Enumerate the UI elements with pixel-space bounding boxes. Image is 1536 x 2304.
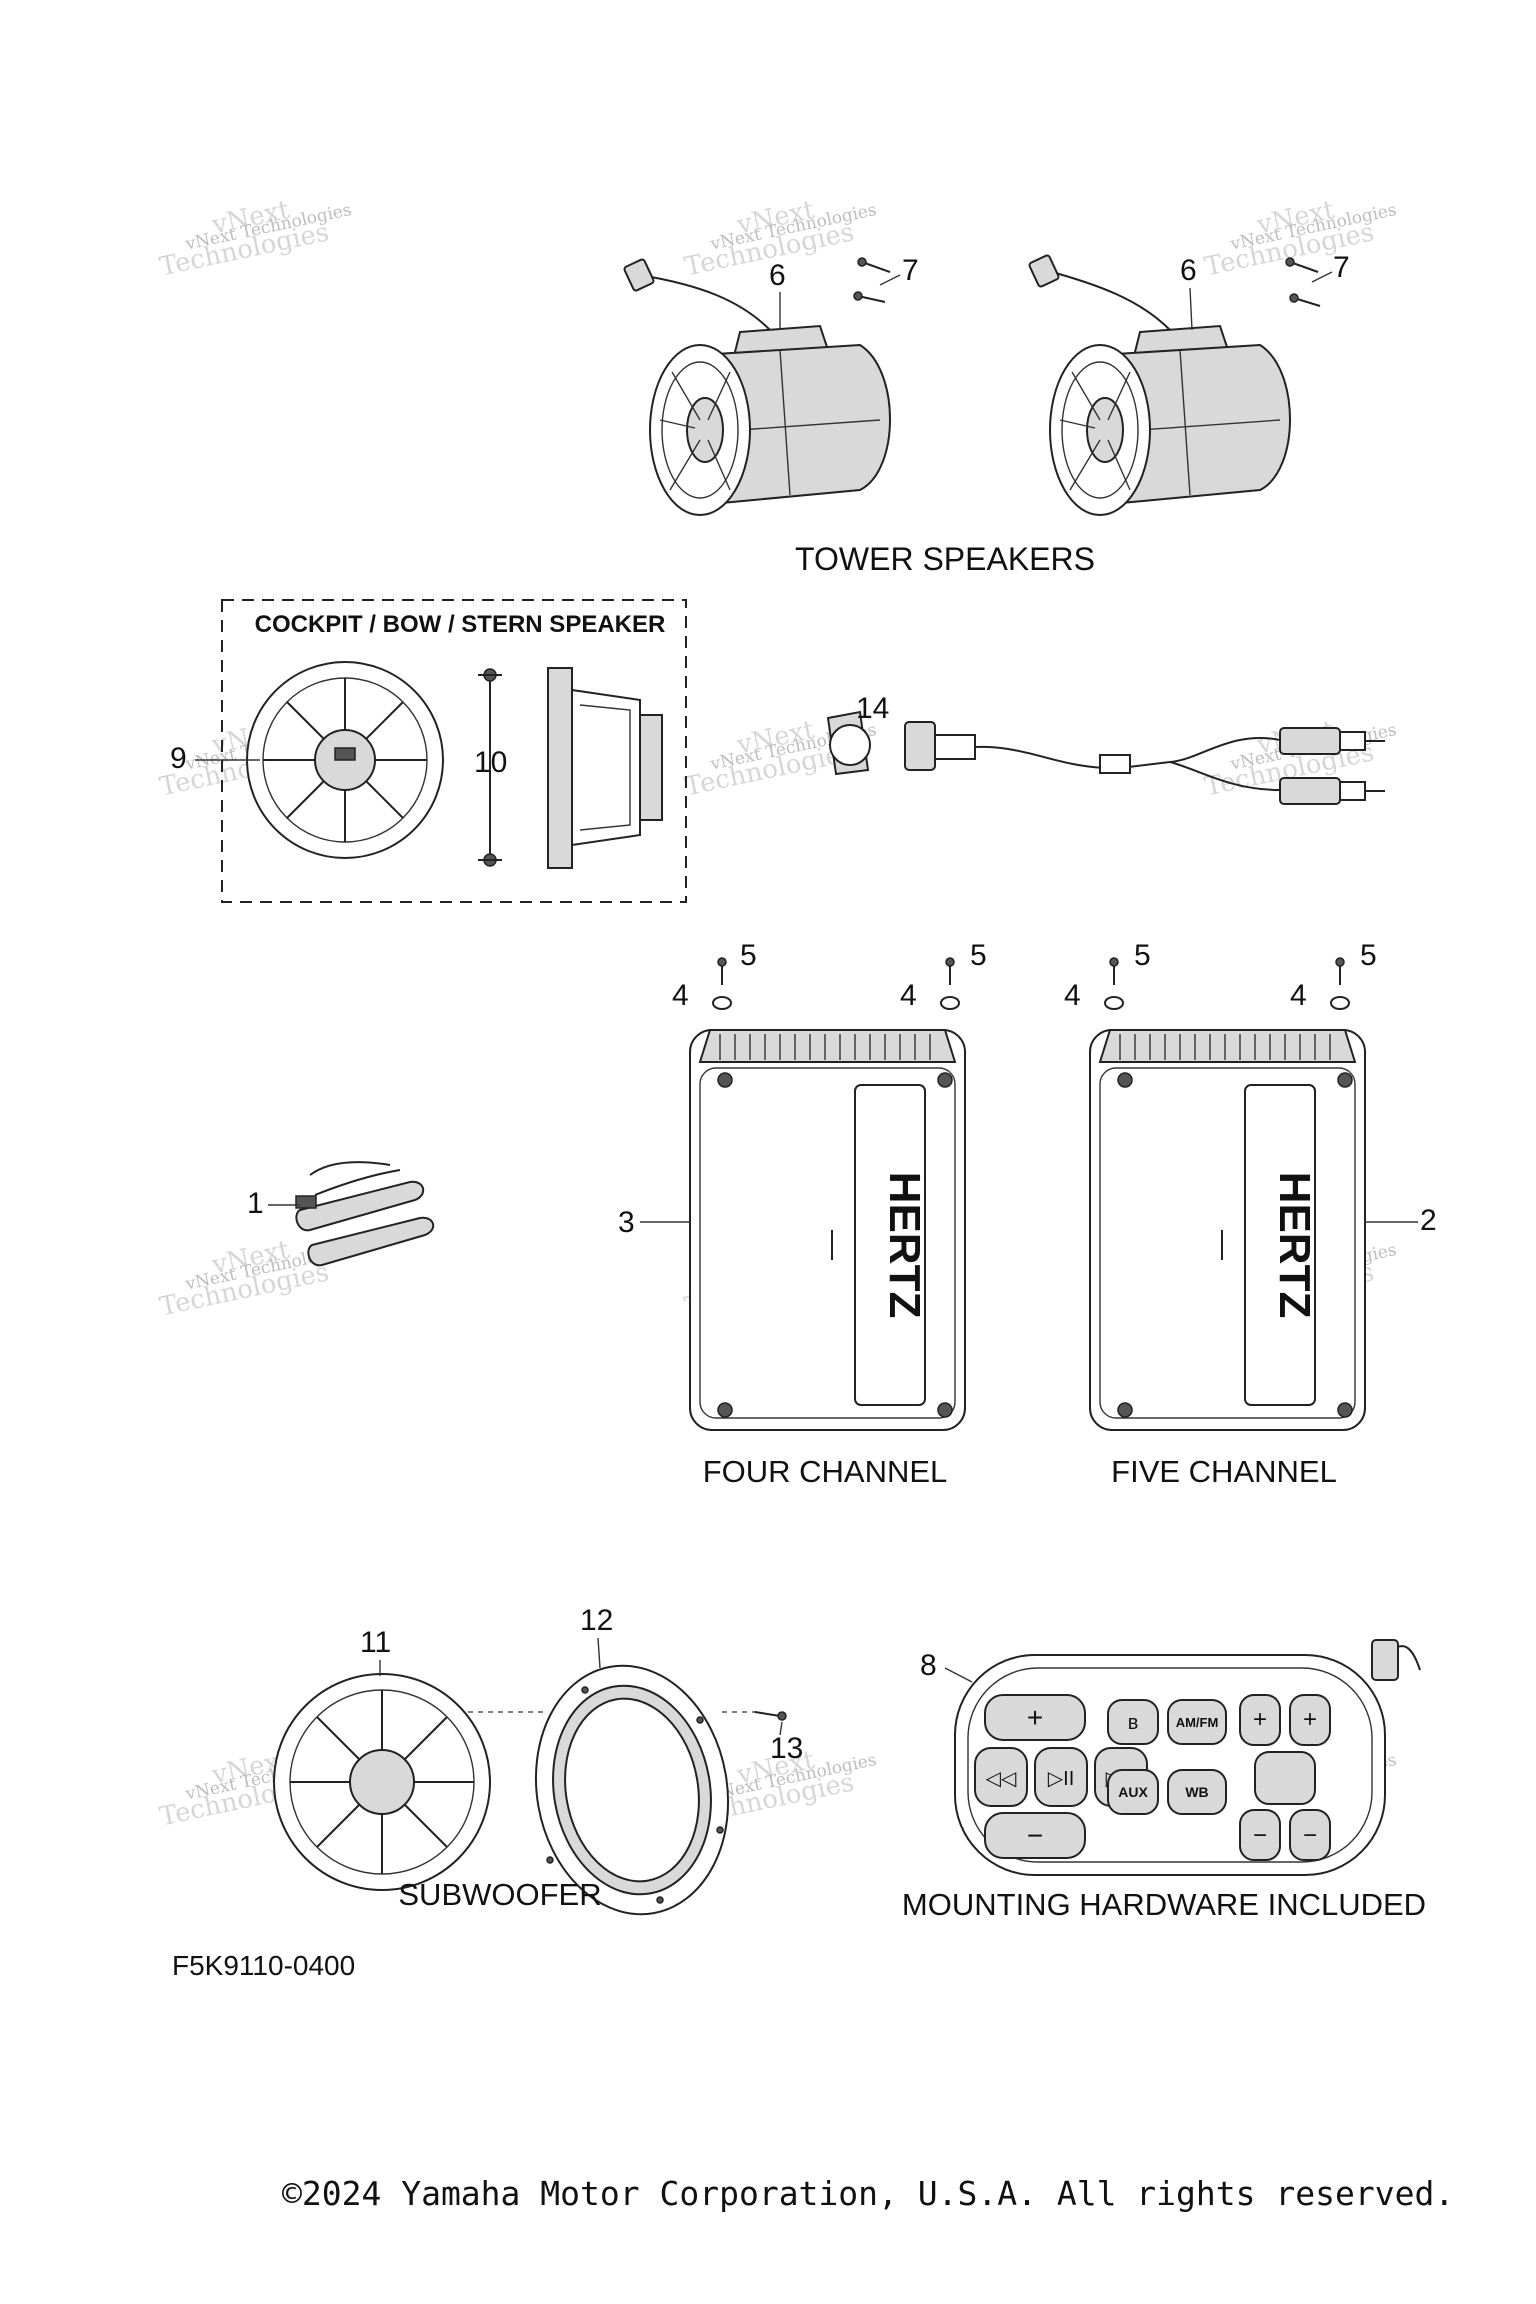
button-aux: AUX: [1118, 1784, 1148, 1800]
mounting-hardware-label: MOUNTING HARDWARE INCLUDED: [902, 1887, 1426, 1922]
button-am-fm: AM/FM: [1176, 1715, 1219, 1730]
callout-4: 4: [672, 979, 689, 1012]
amp-brand-logo: HERTZ: [1270, 1172, 1319, 1319]
callout-3: 3: [618, 1206, 635, 1239]
callout-4: 4: [1290, 979, 1307, 1012]
callout-8: 8: [920, 1649, 937, 1682]
tower-speaker-right[interactable]: [1028, 254, 1291, 516]
callout-6: 6: [1180, 254, 1197, 287]
subwoofer-speaker[interactable]: [273, 1673, 491, 1891]
five-channel-label: FIVE CHANNEL: [1111, 1454, 1337, 1489]
svg-text:+: +: [1253, 1706, 1267, 1733]
callout-9: 9: [170, 742, 187, 775]
callout-12: 12: [580, 1604, 613, 1637]
bluetooth-icon: ʙ: [1128, 1712, 1139, 1734]
svg-text:−: −: [1253, 1822, 1267, 1849]
svg-text:−: −: [1027, 1820, 1043, 1851]
callout-5: 5: [1134, 939, 1151, 972]
amp-brand-logo: HERTZ: [880, 1172, 929, 1319]
callout-4: 4: [1064, 979, 1081, 1012]
tower-screws-right[interactable]: [1285, 257, 1321, 307]
callout-6: 6: [769, 259, 786, 292]
callout-2: 2: [1420, 1204, 1437, 1237]
amplifier-five-channel[interactable]: HERTZ: [1089, 1029, 1366, 1431]
aux-input-cable[interactable]: [826, 710, 1385, 805]
svg-text:−: −: [1303, 1822, 1317, 1849]
callout-10: 10: [474, 746, 507, 779]
tower-screws-left[interactable]: [853, 257, 891, 303]
subwoofer-label: SUBWOOFER: [398, 1877, 601, 1912]
svg-text:+: +: [1303, 1706, 1317, 1733]
button-wb: WB: [1185, 1784, 1208, 1800]
amplifier-four-channel[interactable]: HERTZ: [689, 1029, 966, 1431]
cockpit-speaker-label: COCKPIT / BOW / STERN SPEAKER: [255, 611, 666, 638]
four-channel-label: FOUR CHANNEL: [703, 1454, 948, 1489]
svg-text:▷II: ▷II: [1048, 1768, 1075, 1790]
copyright-notice: ©2024 Yamaha Motor Corporation, U.S.A. A…: [282, 2174, 1454, 2213]
subwoofer-ring[interactable]: [517, 1650, 748, 1929]
subwoofer-screw[interactable]: [754, 1711, 787, 1721]
callout-1: 1: [247, 1187, 264, 1220]
callout-13: 13: [770, 1732, 803, 1765]
callout-5: 5: [740, 939, 757, 972]
svg-text:+: +: [1027, 1702, 1043, 1733]
audio-controller[interactable]: + ◁◁ ▷II ▷▷ − ʙ AM/FM AUX WB + + − −: [954, 1639, 1421, 1876]
tower-speakers-label: TOWER SPEAKERS: [795, 541, 1095, 577]
callout-5: 5: [970, 939, 987, 972]
callout-7: 7: [902, 254, 919, 287]
cockpit-speaker-screws[interactable]: [478, 668, 502, 867]
svg-text:◁◁: ◁◁: [986, 1768, 1017, 1790]
callout-14: 14: [856, 692, 889, 725]
amp-mounting-hardware[interactable]: [712, 957, 1350, 1010]
callout-4: 4: [900, 979, 917, 1012]
cockpit-speaker-front[interactable]: [246, 661, 444, 859]
tower-speaker-left[interactable]: [623, 258, 891, 516]
diagram-code: F5K9110-0400: [172, 1950, 355, 1981]
cockpit-speaker-side[interactable]: [547, 667, 663, 869]
wiring-harness-clip[interactable]: [295, 1161, 435, 1267]
callout-7: 7: [1333, 251, 1350, 284]
callout-11: 11: [360, 1626, 391, 1659]
cockpit-speaker-group-box: [221, 599, 687, 903]
callout-5: 5: [1360, 939, 1377, 972]
